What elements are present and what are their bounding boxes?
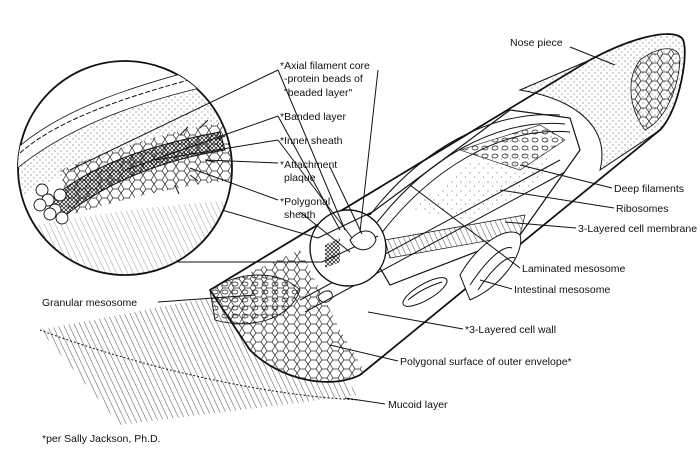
label-granular-mesosome: Granular mesosome (42, 297, 137, 309)
label-mucoid-layer: Mucoid layer (388, 399, 448, 411)
label-ribosomes: Ribosomes (616, 203, 669, 215)
label-inner-sheath: *Inner sheath (280, 135, 343, 147)
label-laminated-mesosome: Laminated mesosome (522, 263, 625, 275)
magnified-inset (17, 60, 233, 276)
label-nose-piece: Nose piece (510, 37, 563, 49)
label-banded-layer: *Banded layer (280, 111, 346, 123)
label-cell-membrane: 3-Layered cell membrane (578, 223, 697, 235)
label-cell-wall: *3-Layered cell wall (465, 324, 556, 336)
magnify-connector-upper (221, 209, 319, 239)
leader-lines (69, 46, 616, 405)
label-polygonal-sheath: *Polygonal (280, 196, 330, 208)
label-outer-envelope: Polygonal surface of outer envelope* (400, 356, 572, 368)
label-attachment-plaque-2: plaque (284, 172, 316, 184)
label-axial-filament-core-3: "beaded layer" (284, 87, 352, 99)
label-axial-filament-core: *Axial filament core (280, 60, 370, 72)
label-axial-filament-core-2: -protein beads of (284, 73, 363, 85)
label-intestinal-mesosome: Intestinal mesosome (514, 284, 610, 296)
magnification-origin-circle (309, 209, 387, 287)
bacterium-body (208, 33, 686, 383)
label-deep-filaments: Deep filaments (614, 183, 684, 195)
label-polygonal-sheath-2: sheath (284, 209, 316, 221)
label-attachment-plaque: *Attachment (280, 159, 337, 171)
labels: Nose piece *Axial filament core -protein… (42, 37, 697, 445)
footnote: *per Sally Jackson, Ph.D. (42, 433, 160, 445)
